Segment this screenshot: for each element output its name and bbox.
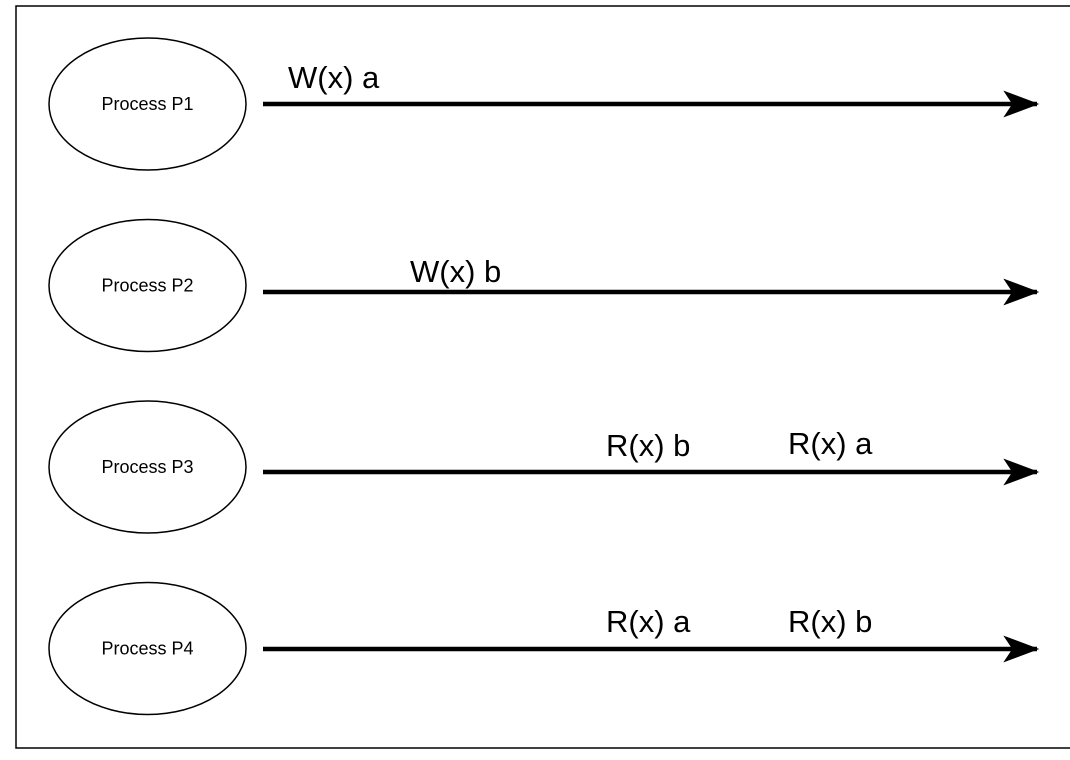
process-row-p4: Process P4 R(x) a R(x) b — [48, 581, 1040, 716]
process-row-p3: Process P3 R(x) b R(x) a — [48, 400, 1040, 534]
process-label: Process P1 — [101, 94, 193, 114]
process-node — [48, 400, 247, 534]
process-label: Process P2 — [101, 276, 193, 296]
process-row-p1: Process P1 W(x) a — [48, 37, 1040, 171]
process-label: Process P4 — [101, 639, 193, 659]
operation-label: R(x) b — [606, 428, 690, 463]
process-row-p2: Process P2 W(x) b — [48, 218, 1040, 353]
process-node — [48, 37, 247, 171]
operation-label: W(x) a — [288, 60, 380, 95]
process-node — [48, 581, 247, 716]
operation-label: R(x) b — [788, 604, 872, 639]
process-node — [48, 218, 247, 353]
operation-label: W(x) b — [410, 254, 501, 289]
operation-label: R(x) a — [606, 604, 691, 639]
process-label: Process P3 — [101, 457, 193, 477]
operation-label: R(x) a — [788, 426, 873, 461]
diagram-frame — [15, 5, 1070, 749]
